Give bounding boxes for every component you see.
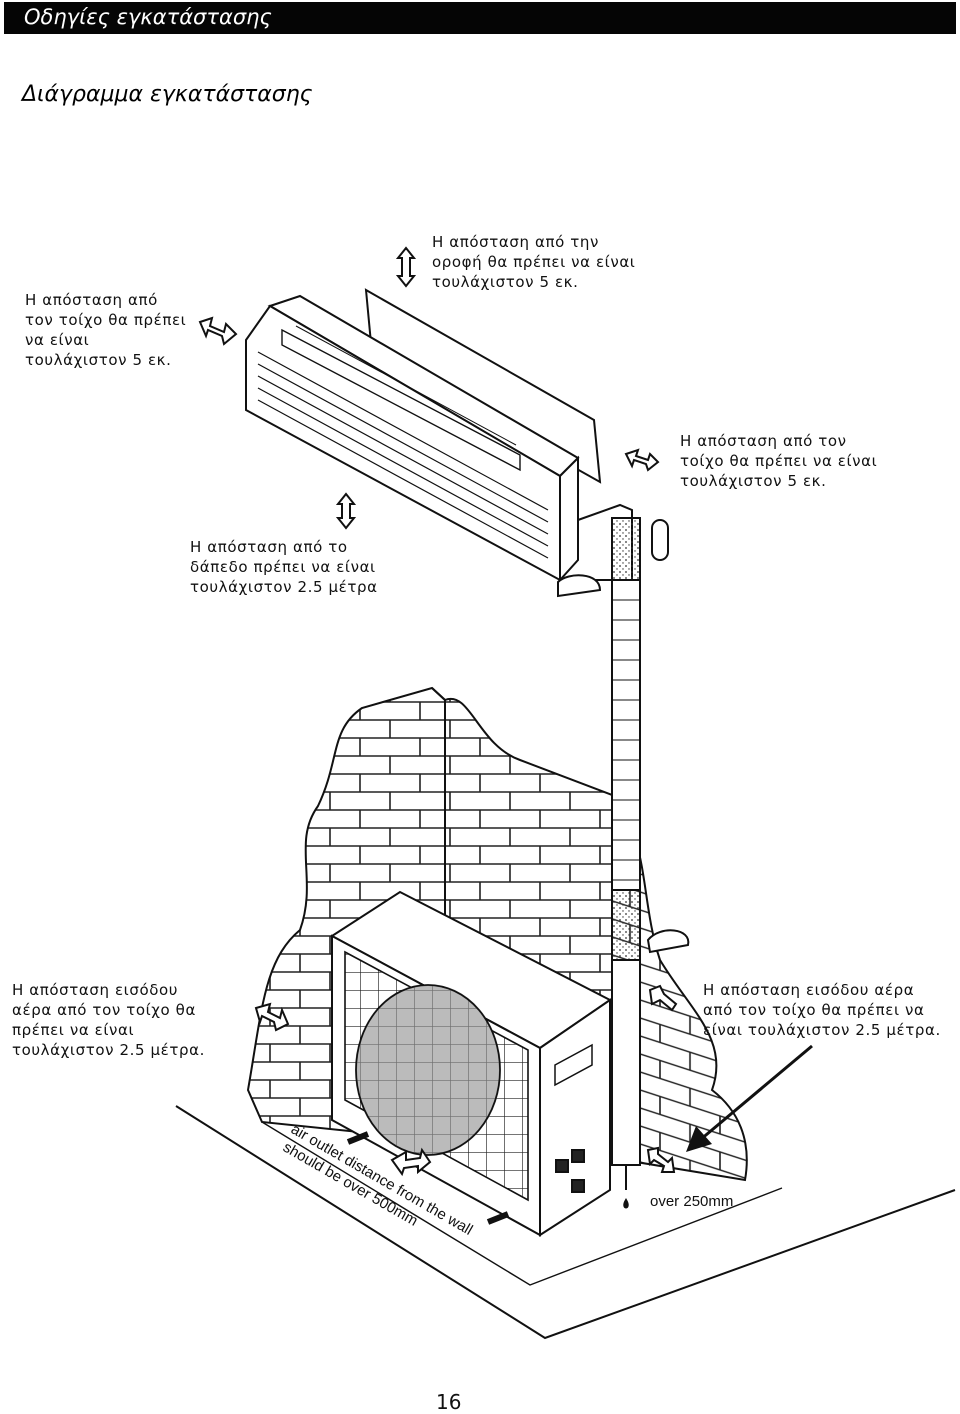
header-title: Οδηγίες εγκατάστασης bbox=[24, 5, 272, 29]
pointer-arrow bbox=[699, 1044, 813, 1142]
refrigerant-pipe bbox=[557, 503, 690, 1209]
indoor-unit bbox=[245, 288, 602, 583]
outdoor-unit bbox=[330, 890, 612, 1237]
clearance-label: over 250mm bbox=[650, 1193, 733, 1210]
section-title: Διάγραμμα εγκατάστασης bbox=[22, 82, 313, 107]
header-bar: Οδηγίες εγκατάστασης bbox=[4, 2, 956, 34]
clearance-arrows bbox=[198, 246, 678, 1177]
pointer-arrowhead bbox=[686, 1126, 712, 1152]
floor-plane bbox=[175, 1105, 956, 1340]
page-number: 16 bbox=[436, 1390, 462, 1414]
